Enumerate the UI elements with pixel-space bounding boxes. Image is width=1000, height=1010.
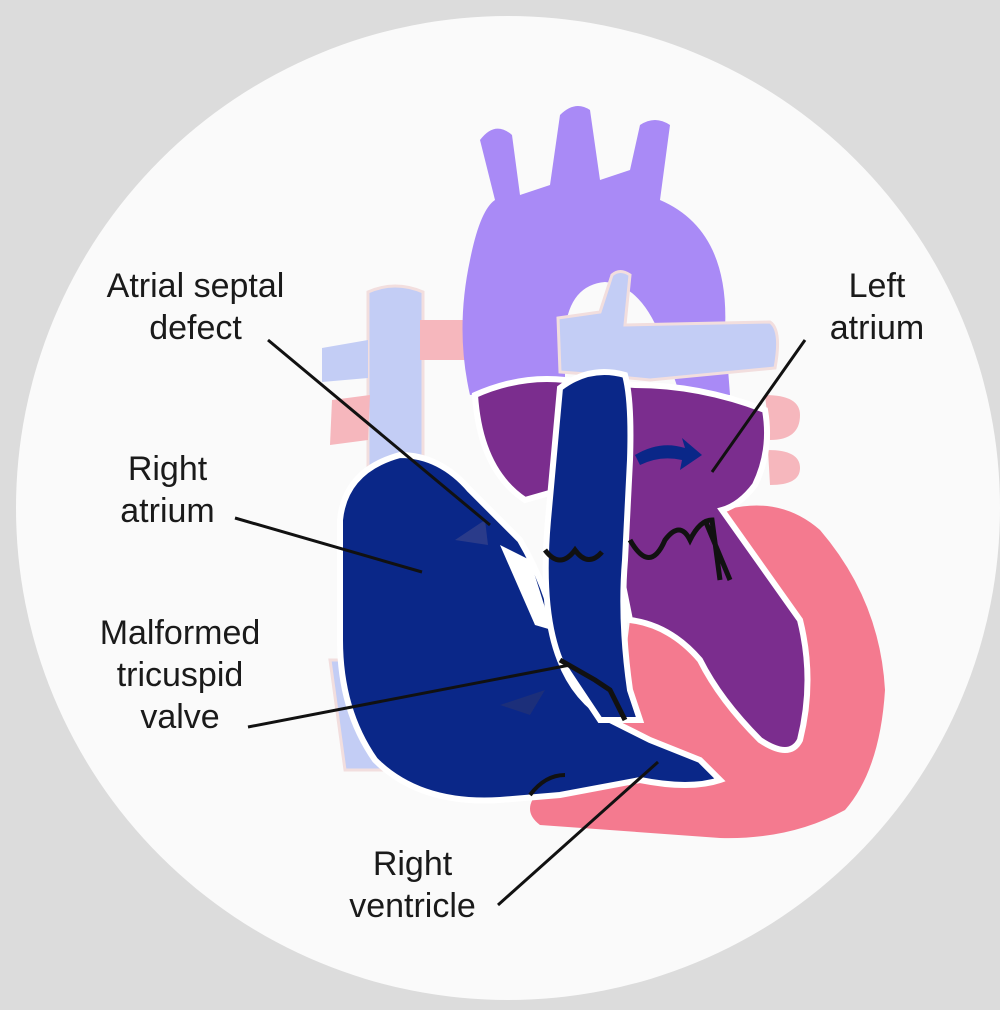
label-atrial-septal-defect: Atrial septal defect	[78, 265, 313, 349]
pericardium-top	[420, 320, 470, 360]
label-left-atrium: Left atrium	[812, 265, 942, 349]
label-right-ventricle: Right ventricle	[330, 843, 495, 927]
label-right-atrium: Right atrium	[100, 448, 235, 532]
label-malformed-tricuspid-valve: Malformed tricuspid valve	[75, 612, 285, 738]
